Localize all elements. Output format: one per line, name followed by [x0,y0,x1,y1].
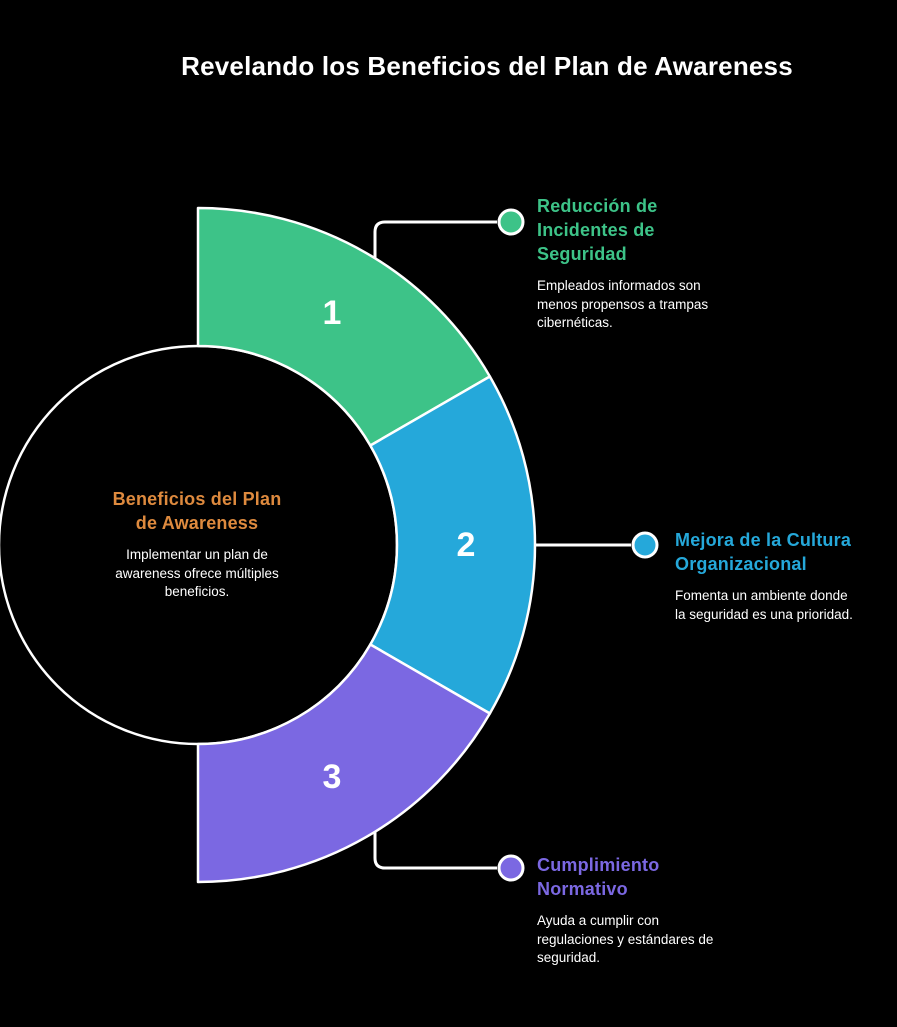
item-3-connector-line [373,832,497,870]
segment-2-number: 2 [457,526,476,564]
segment-1-number: 1 [323,294,342,332]
item-1-connector-line [373,220,497,258]
page-title: Revelando los Beneficios del Plan de Awa… [181,51,793,81]
segment-3 [196,643,492,884]
segment-1 [196,206,492,447]
segment-2 [369,375,537,715]
segment-3-number: 3 [323,758,342,796]
item-2-dot-icon [631,531,659,559]
item-3-dot-icon [497,854,525,882]
item-1-dot-icon [497,208,525,236]
